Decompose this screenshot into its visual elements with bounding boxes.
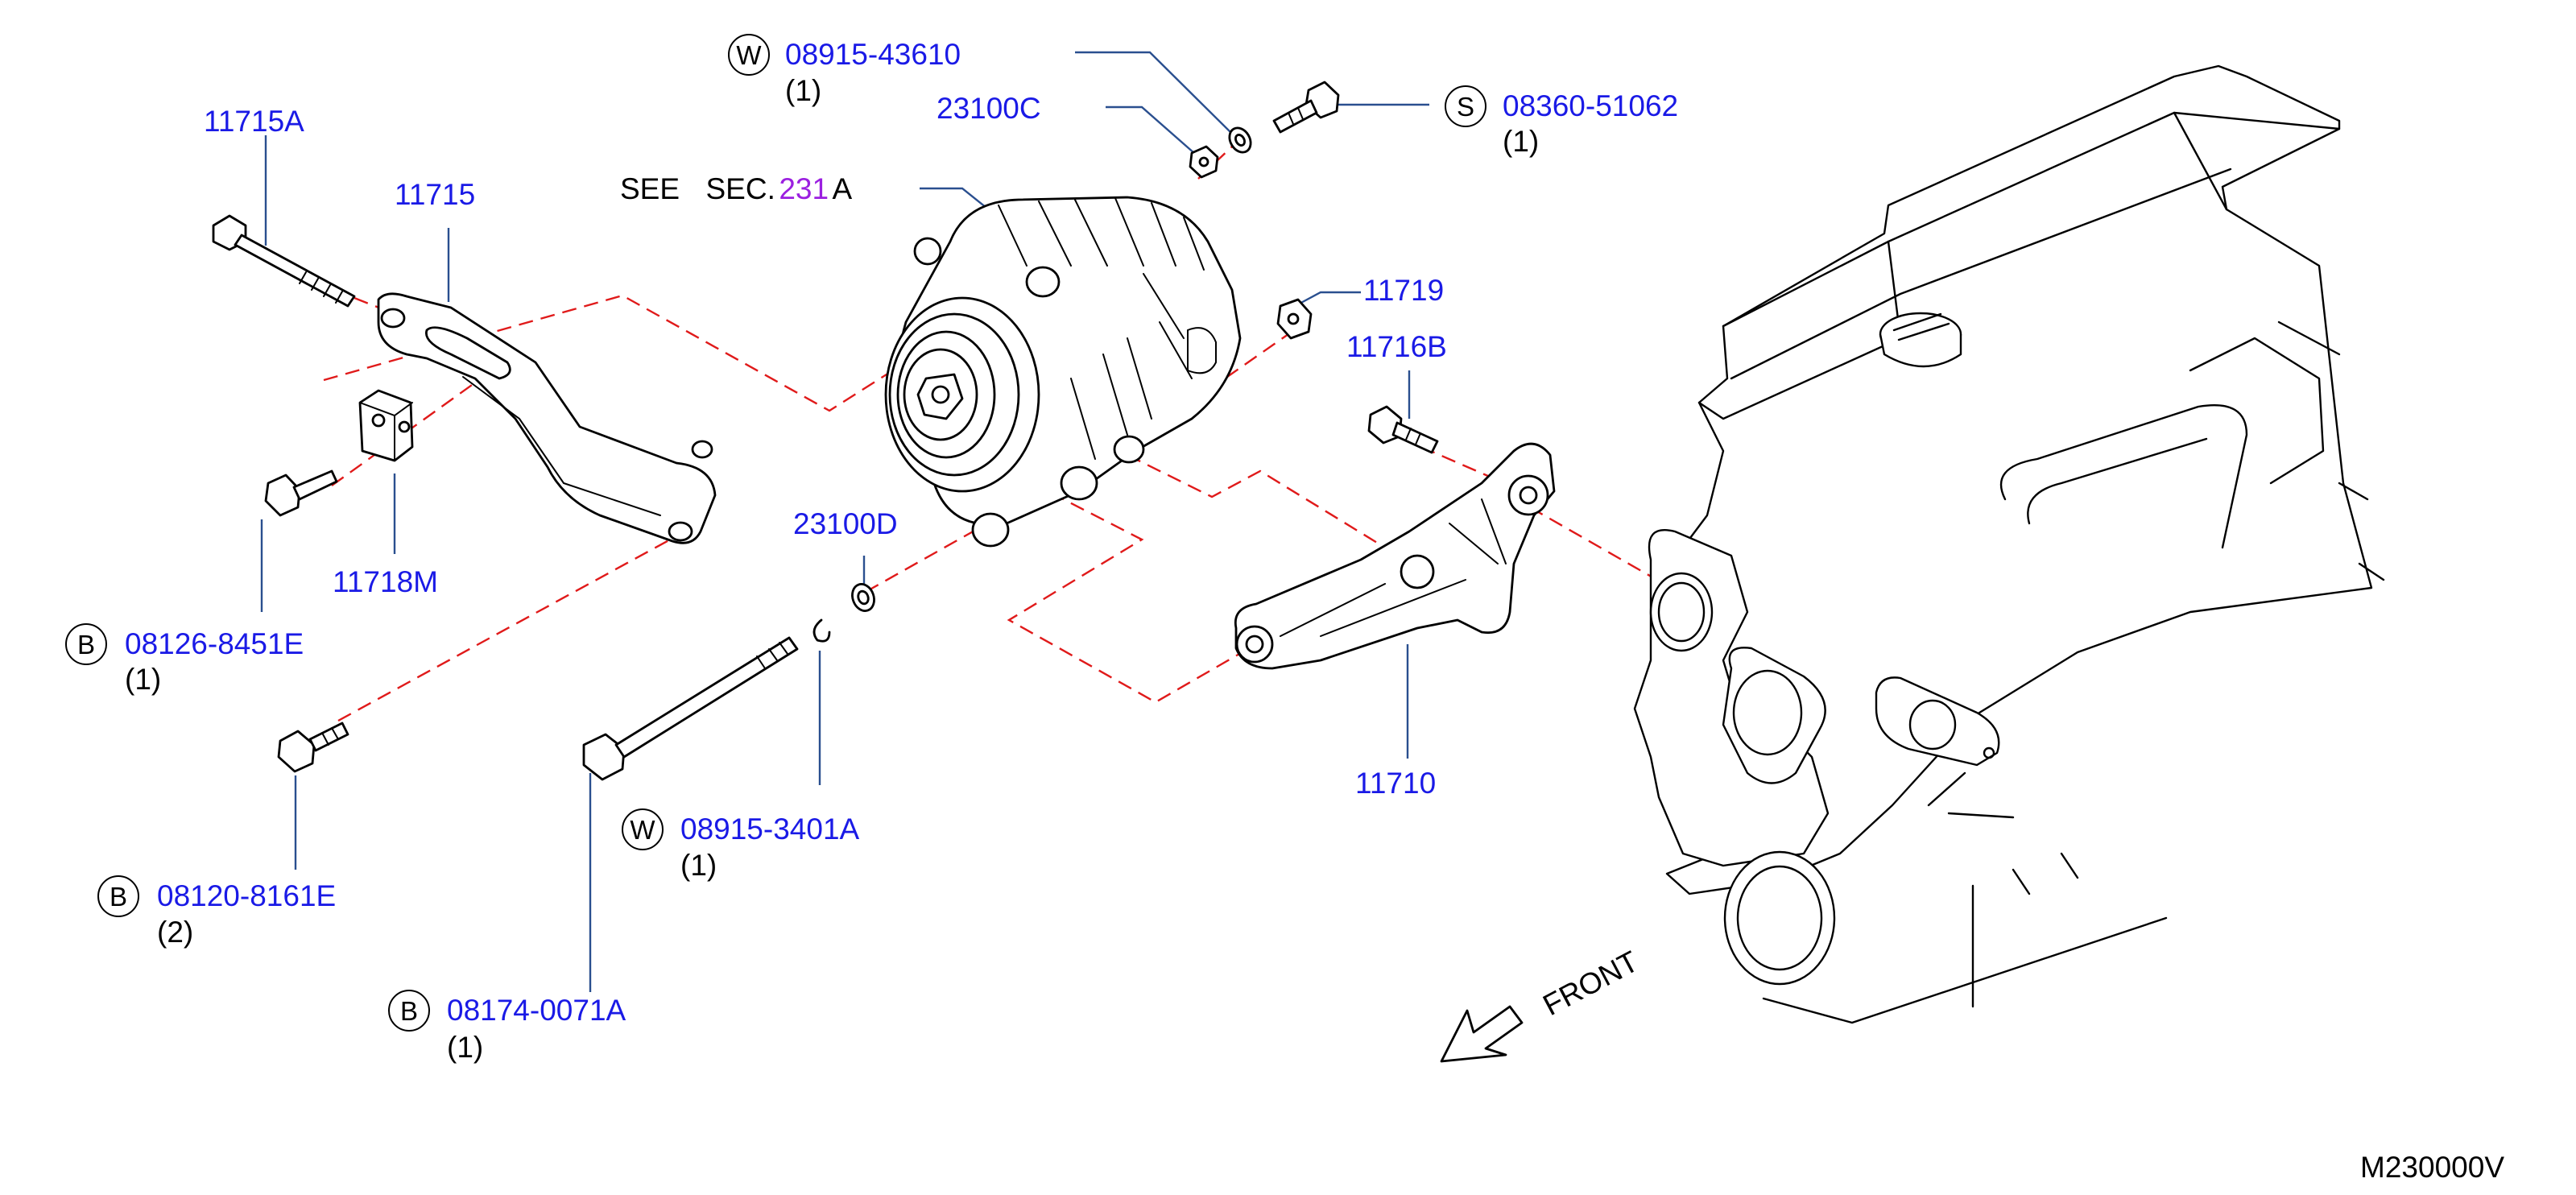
see-section-text[interactable]: SEE SEC. 231 A [620,172,853,205]
callout-08915-3401a[interactable]: W 08915-3401A (1) [622,808,860,882]
callout-11719[interactable]: 11719 [1363,274,1444,307]
alignment-line-upper-bracket [323,276,1040,412]
callout-08174-0071a[interactable]: B 08174-0071A (1) [388,990,626,1064]
callout-08915-43610[interactable]: W 08915-43610 (1) [728,34,961,107]
alignment-line-front-mount [1127,453,1386,549]
quantity: (1) [785,74,821,107]
callout-08360-51062[interactable]: S 08360-51062 (1) [1445,85,1678,158]
callout-11715a[interactable]: 11715A [204,105,304,138]
code-badge-w: W [736,40,762,70]
part-number[interactable]: 08360-51062 [1503,89,1678,122]
quantity: (1) [125,663,161,696]
front-label: FRONT [1538,945,1644,1022]
callout-11710[interactable]: 11710 [1355,767,1436,800]
quantity: (1) [1503,125,1539,158]
leader-lines [260,51,1429,992]
nut-icon [1189,145,1313,340]
washer-icon [812,126,1252,643]
bracket-icon [377,292,717,544]
code-badge-w: W [630,815,655,845]
alignment-line-mount-bracket [1007,491,1257,704]
engine-block-icon [1633,64,2385,1024]
spacer-icon [358,389,414,462]
bracket-icon [1234,442,1556,670]
code-badge-b: B [77,630,95,660]
part-number[interactable]: 08915-43610 [785,38,961,71]
callout-11718m[interactable]: 11718M [333,565,438,598]
alternator-icon [884,196,1242,548]
part-number[interactable]: 11715 [395,178,475,211]
drawing-code: M230000V [2360,1151,2504,1184]
callout-11716b[interactable]: 11716B [1346,330,1447,363]
front-arrow-icon [1440,1005,1524,1063]
see-section-reference[interactable]: SEE SEC. 231 A [620,172,853,205]
bolt-icon [212,81,1439,781]
quantity: (1) [447,1031,483,1064]
callout-23100d[interactable]: 23100D [793,507,898,540]
part-number[interactable]: 11719 [1363,274,1444,307]
part-number[interactable]: 23100C [937,92,1041,125]
callout-23100c[interactable]: 23100C [937,92,1041,125]
callout-11715[interactable]: 11715 [395,178,475,211]
code-badge-b: B [110,882,127,912]
part-number[interactable]: 08174-0071A [447,994,626,1027]
part-number[interactable]: 11715A [204,105,304,138]
quantity: (2) [157,916,193,949]
part-number[interactable]: 08915-3401A [680,813,860,846]
part-number[interactable]: 08120-8161E [157,879,336,912]
quantity: (1) [680,849,717,882]
part-number[interactable]: 11710 [1355,767,1436,800]
part-number[interactable]: 11716B [1346,330,1447,363]
code-badge-b: B [400,996,418,1026]
part-number[interactable]: 08126-8451E [125,627,304,660]
callout-08120-8161e[interactable]: B 08120-8161E (2) [97,875,336,949]
part-number[interactable]: 23100D [793,507,898,540]
code-badge-s: S [1457,92,1474,122]
callout-08126-8451e[interactable]: B 08126-8451E (1) [65,623,304,696]
part-number[interactable]: 11718M [333,565,438,598]
alignment-line-lower-bolt [337,527,692,722]
